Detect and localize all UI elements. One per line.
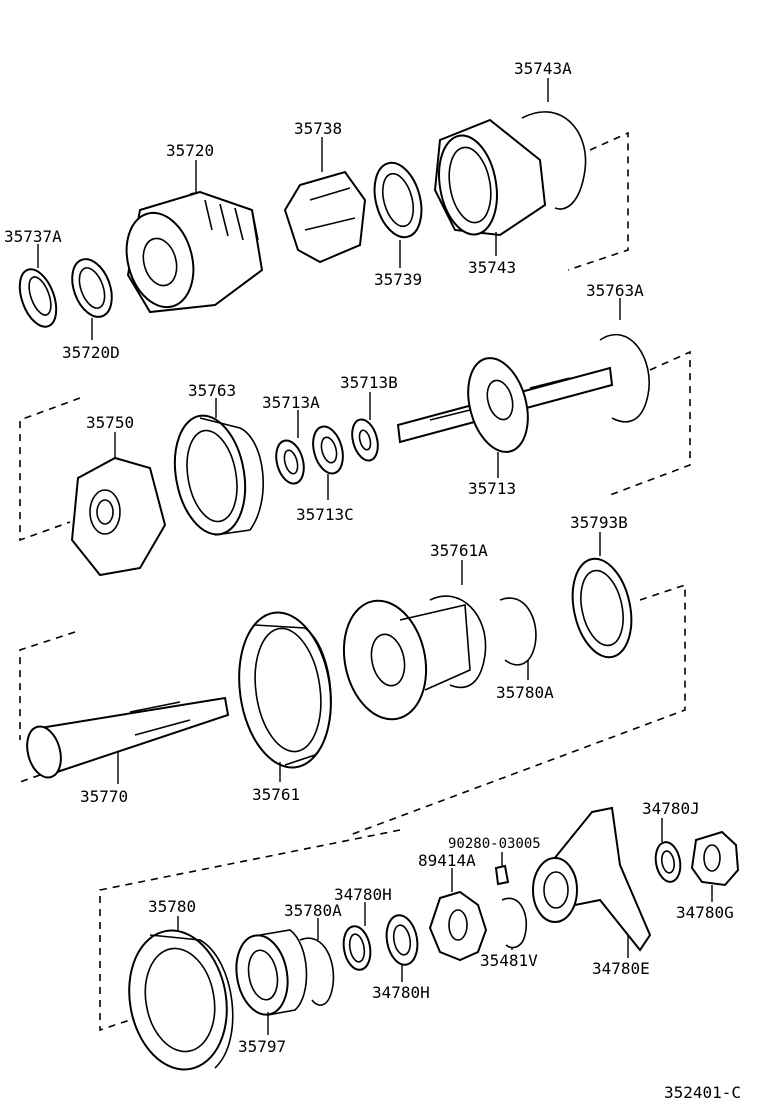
- shaft-35713: [396, 357, 614, 453]
- seal-35737A: [18, 268, 58, 328]
- ring-gear-35761: [238, 611, 332, 769]
- label-35761A: 35761A: [430, 541, 488, 560]
- label-35713: 35713: [468, 479, 516, 498]
- assembly-dashed-outline-4: [19, 631, 76, 740]
- label-34780H-top: 34780H: [334, 885, 392, 904]
- snap-ring-35481V: [501, 897, 527, 949]
- nut-34780G: [690, 830, 740, 887]
- label-35713A: 35713A: [262, 393, 320, 412]
- label-35780A-bottom: 35780A: [284, 901, 342, 920]
- label-35763A: 35763A: [586, 281, 644, 300]
- key-90280-03005: [494, 864, 510, 886]
- bushing-35713A: [275, 439, 305, 485]
- label-35743: 35743: [468, 258, 516, 277]
- washer-35720D: [71, 258, 113, 318]
- label-35750: 35750: [86, 413, 134, 432]
- label-34780J: 34780J: [642, 799, 700, 818]
- label-34780H-bottom: 34780H: [372, 983, 430, 1002]
- label-35739: 35739: [374, 270, 422, 289]
- label-35720D: 35720D: [62, 343, 120, 362]
- figure-code: 352401-C: [664, 1083, 741, 1102]
- snap-ring-35780A-top: [499, 597, 537, 666]
- label-34780G: 34780G: [676, 903, 734, 922]
- snap-ring-35743A: [521, 111, 587, 210]
- ring-gear-35743: [433, 118, 547, 237]
- label-35770: 35770: [80, 787, 128, 806]
- assembly-dashed-outline-2: [19, 397, 81, 542]
- label-35738: 35738: [294, 119, 342, 138]
- leader-lines: [37, 78, 713, 1035]
- shaft-35770: [26, 696, 230, 779]
- label-35761: 35761: [252, 785, 300, 804]
- hub-35761A: [342, 595, 487, 721]
- label-35797: 35797: [238, 1037, 286, 1056]
- washer-34780H-bottom: [385, 914, 419, 966]
- bearing-35797: [235, 929, 308, 1016]
- bearing-35713C: [312, 425, 344, 475]
- label-89414A: 89414A: [418, 851, 476, 870]
- assembly-dashed-outline-3: [609, 350, 691, 496]
- drum-35780: [128, 929, 234, 1071]
- label-35720: 35720: [166, 141, 214, 160]
- ring-35763: [173, 414, 264, 536]
- sensor-rotor-89414A: [428, 890, 488, 962]
- label-90280-03005: 90280-03005: [448, 836, 541, 852]
- carrier-35750: [70, 456, 167, 577]
- snap-ring-35763A: [599, 333, 650, 423]
- label-35713C: 35713C: [296, 505, 354, 524]
- label-34780E: 34780E: [592, 959, 650, 978]
- snap-ring-35780A-bottom: [299, 937, 335, 1006]
- seal-34780J: [654, 841, 682, 883]
- washer-35739: [373, 161, 423, 239]
- washer-35713B: [351, 418, 379, 462]
- ring-35793B: [571, 557, 633, 659]
- label-35780: 35780: [148, 897, 196, 916]
- drum-35720: [125, 190, 264, 314]
- label-35793B: 35793B: [570, 513, 628, 532]
- bracket-35738: [283, 170, 367, 264]
- assembly-dashed-outline-5: [19, 583, 686, 836]
- flange-34780E: [532, 806, 652, 952]
- label-35780A-top: 35780A: [496, 683, 554, 702]
- label-35713B: 35713B: [340, 373, 398, 392]
- label-35737A: 35737A: [4, 227, 62, 246]
- label-35481V: 35481V: [480, 951, 538, 970]
- label-35763: 35763: [188, 381, 236, 400]
- assembly-dashed-outline-6: [99, 829, 401, 1032]
- assembly-dashed-outline-1: [567, 131, 629, 271]
- label-35743A: 35743A: [514, 59, 572, 78]
- washer-34780H-top: [342, 925, 372, 971]
